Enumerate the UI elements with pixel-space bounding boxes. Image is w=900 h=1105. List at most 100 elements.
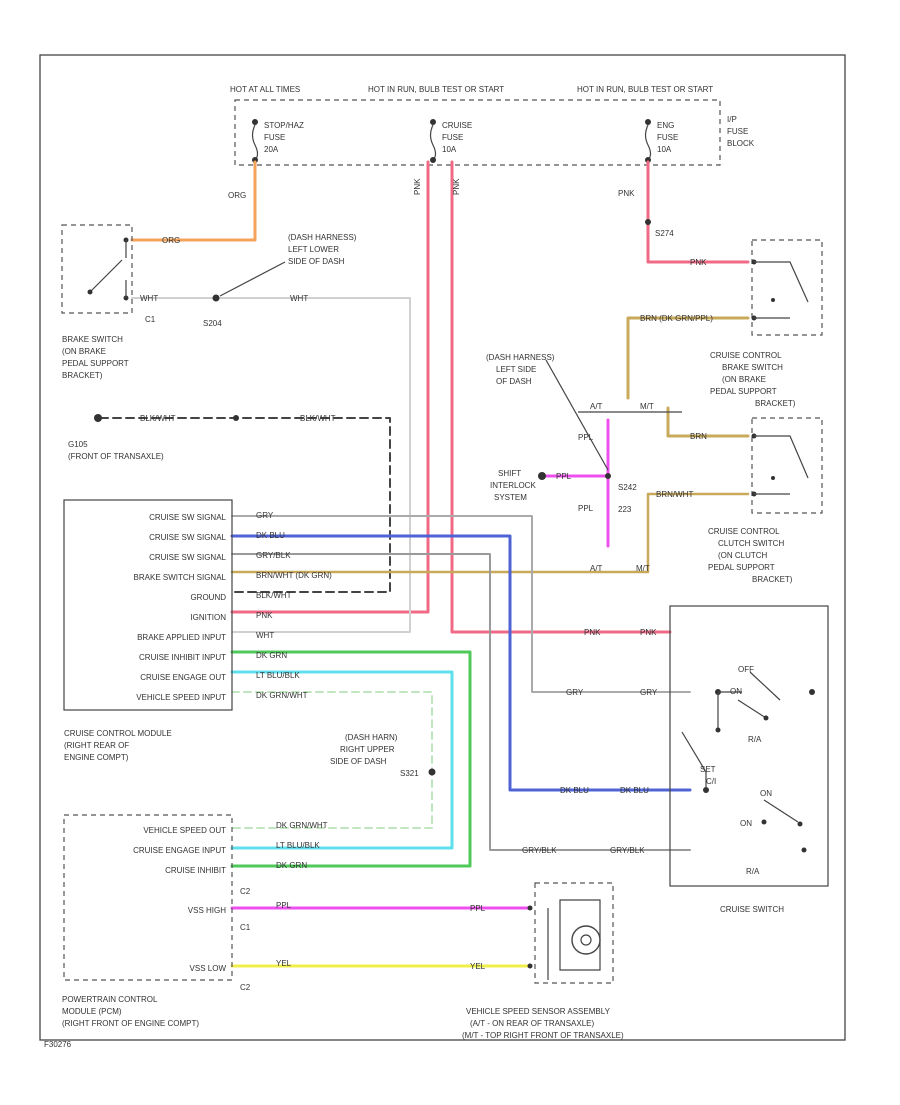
svg-text:WHT: WHT [140, 294, 158, 303]
svg-text:SHIFT: SHIFT [498, 469, 521, 478]
svg-text:OF DASH: OF DASH [496, 377, 532, 386]
svg-text:BRAKE SWITCH: BRAKE SWITCH [62, 335, 123, 344]
wire-pnk-cruise-switch [450, 160, 672, 634]
wire-brn-wht [230, 492, 750, 574]
svg-text:(DASH HARNESS): (DASH HARNESS) [486, 353, 555, 362]
svg-text:PPL: PPL [470, 904, 486, 913]
svg-text:(RIGHT FRONT OF ENGINE COMPT): (RIGHT FRONT OF ENGINE COMPT) [62, 1019, 199, 1028]
svg-text:BRN: BRN [690, 432, 707, 441]
svg-text:GRY: GRY [566, 688, 584, 697]
svg-text:(ON BRAKE: (ON BRAKE [722, 375, 766, 384]
svg-text:PNK: PNK [452, 178, 461, 195]
svg-text:CRUISE SWITCH: CRUISE SWITCH [720, 905, 784, 914]
ccm-pin-wire: DK BLU [256, 531, 285, 540]
svg-text:(DASH HARN): (DASH HARN) [345, 733, 398, 742]
ccm-pin-label: CRUISE INHIBIT INPUT [139, 653, 226, 662]
svg-text:PNK: PNK [413, 178, 422, 195]
ccm-pin-wire: LT BLU/BLK [256, 671, 300, 680]
svg-text:(RIGHT REAR OF: (RIGHT REAR OF [64, 741, 129, 750]
svg-text:(ON BRAKE: (ON BRAKE [62, 347, 106, 356]
svg-text:C2: C2 [240, 983, 251, 992]
svg-text:ENG: ENG [657, 121, 674, 130]
svg-text:YEL: YEL [470, 962, 486, 971]
ccm-pin-label: VEHICLE SPEED INPUT [136, 693, 226, 702]
svg-text:BRAKE SWITCH: BRAKE SWITCH [722, 363, 783, 372]
svg-text:R/A: R/A [748, 735, 762, 744]
ccm-pin-wire: BLK/WHT [256, 591, 292, 600]
svg-text:VEHICLE SPEED SENSOR ASSEMBLY: VEHICLE SPEED SENSOR ASSEMBLY [466, 1007, 611, 1016]
wire-lt-blu-blk [230, 670, 454, 850]
svg-text:PNK: PNK [690, 258, 707, 267]
svg-text:BRN (DK GRN/PPL): BRN (DK GRN/PPL) [640, 314, 713, 323]
svg-text:SET: SET [700, 765, 716, 774]
svg-text:HOT AT ALL TIMES: HOT AT ALL TIMES [230, 85, 300, 94]
svg-text:10A: 10A [657, 145, 672, 154]
wire-gry-blk [231, 553, 691, 851]
diagram-frame [39, 54, 846, 1041]
pcm-pin-label: CRUISE INHIBIT [165, 866, 226, 875]
splice-s321 [428, 768, 436, 776]
svg-text:R/A: R/A [746, 867, 760, 876]
svg-text:LEFT LOWER: LEFT LOWER [288, 245, 339, 254]
svg-text:PEDAL SUPPORT: PEDAL SUPPORT [62, 359, 129, 368]
stop-hazard-fuse: STOP/HAZ FUSE 20A [251, 119, 304, 163]
svg-text:BRN/WHT: BRN/WHT [656, 490, 693, 499]
svg-text:BRACKET): BRACKET) [755, 399, 796, 408]
svg-text:BLOCK: BLOCK [727, 139, 755, 148]
svg-text:M/T: M/T [640, 402, 654, 411]
svg-text:POWERTRAIN CONTROL: POWERTRAIN CONTROL [62, 995, 158, 1004]
ccm-pin-label: BRAKE APPLIED INPUT [137, 633, 226, 642]
wire-pnk-ccm-ignition [230, 160, 430, 614]
svg-text:SYSTEM: SYSTEM [494, 493, 527, 502]
wire-dk-grn [230, 650, 472, 868]
svg-text:20A: 20A [264, 145, 279, 154]
svg-text:HOT IN RUN, BULB TEST OR START: HOT IN RUN, BULB TEST OR START [368, 85, 504, 94]
svg-text:PPL: PPL [578, 433, 594, 442]
wire-dk-grn-wht [231, 691, 433, 829]
svg-text:C/I: C/I [706, 777, 716, 786]
ccm-pin-wire: DK GRN [256, 651, 287, 660]
svg-text:(A/T - ON REAR OF TRANSAXLE): (A/T - ON REAR OF TRANSAXLE) [470, 1019, 595, 1028]
svg-text:S321: S321 [400, 769, 419, 778]
svg-text:C1: C1 [145, 315, 156, 324]
svg-text:DK BLU: DK BLU [560, 786, 589, 795]
svg-text:SIDE OF DASH: SIDE OF DASH [288, 257, 345, 266]
pcm-pin-label: VEHICLE SPEED OUT [143, 826, 226, 835]
wire-pnk-s274 [646, 160, 750, 264]
svg-text:BLK/WHT: BLK/WHT [140, 414, 176, 423]
svg-text:PNK: PNK [618, 189, 635, 198]
svg-text:G105: G105 [68, 440, 88, 449]
svg-text:CLUTCH SWITCH: CLUTCH SWITCH [718, 539, 784, 548]
cruise-fuse: CRUISE FUSE 10A [429, 119, 472, 163]
ccm-pin-wire: WHT [256, 631, 274, 640]
ccm-pin-wire: BRN/WHT (DK GRN) [256, 571, 332, 580]
wire-gry [231, 515, 691, 693]
svg-text:I/P: I/P [727, 115, 737, 124]
svg-text:STOP/HAZ: STOP/HAZ [264, 121, 304, 130]
eng-fuse: ENG FUSE 10A [644, 119, 678, 163]
svg-text:GRY/BLK: GRY/BLK [610, 846, 645, 855]
svg-text:223: 223 [618, 505, 632, 514]
shift-interlock-label: SHIFT INTERLOCK SYSTEM [490, 469, 536, 502]
svg-text:WHT: WHT [290, 294, 308, 303]
svg-text:BRACKET): BRACKET) [752, 575, 793, 584]
svg-text:C1: C1 [240, 923, 251, 932]
ccm-pin-wire: GRY [256, 511, 274, 520]
svg-text:FUSE: FUSE [727, 127, 748, 136]
ccm-pin-label: GROUND [190, 593, 226, 602]
svg-text:BLK/WHT: BLK/WHT [300, 414, 336, 423]
wire-org [130, 160, 257, 242]
svg-text:DK BLU: DK BLU [620, 786, 649, 795]
svg-text:CRUISE: CRUISE [442, 121, 472, 130]
ground-point [94, 414, 102, 422]
wire-dk-blu [230, 534, 692, 792]
splice-s204 [212, 294, 220, 302]
pcm-pin-wire: LT BLU/BLK [276, 841, 320, 850]
pcm-pin-wire: PPL [276, 901, 292, 910]
dash-harness-right-upper-label: (DASH HARN) RIGHT UPPER SIDE OF DASH S32… [330, 733, 419, 778]
svg-text:S242: S242 [618, 483, 637, 492]
vehicle-speed-sensor: VEHICLE SPEED SENSOR ASSEMBLY (A/T - ON … [462, 882, 624, 1040]
pcm-pin-label: VSS LOW [190, 964, 227, 973]
svg-text:PNK: PNK [640, 628, 657, 637]
dash-harness-left-lower-label: (DASH HARNESS) LEFT LOWER SIDE OF DASH [219, 233, 357, 297]
